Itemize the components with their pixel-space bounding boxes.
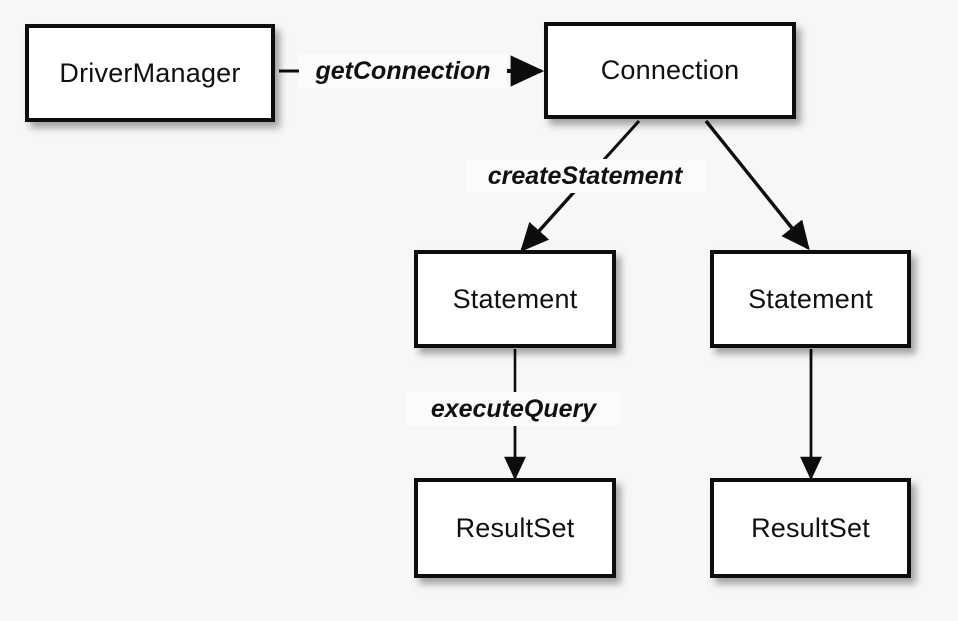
node-resultset-1[interactable]: ResultSet	[414, 478, 616, 578]
node-connection-label: Connection	[600, 55, 740, 85]
node-statement-1[interactable]: Statement	[414, 250, 616, 348]
node-resultset-2[interactable]: ResultSet	[710, 478, 911, 578]
node-resultset-2-label: ResultSet	[751, 512, 870, 543]
edge-label-getconnection: getConnection	[299, 54, 507, 88]
edge-createstatement-2	[704, 119, 810, 251]
node-statement-1-label: Statement	[452, 283, 578, 314]
node-drivermanager[interactable]: DriverManager	[25, 24, 275, 122]
edge-label-executequery: executeQuery	[407, 392, 620, 426]
edge-label-createstatement: createStatement	[465, 159, 705, 193]
edge-label-getconnection-text: getConnection	[315, 56, 491, 85]
node-resultset-1-label: ResultSet	[455, 512, 575, 543]
node-statement-2[interactable]: Statement	[710, 250, 911, 348]
node-drivermanager-label: DriverManager	[59, 57, 241, 88]
node-statement-2-label: Statement	[748, 283, 873, 314]
edge-label-executequery-text: executeQuery	[430, 394, 597, 423]
node-connection[interactable]: Connection	[544, 22, 796, 119]
edge-label-createstatement-text: createStatement	[487, 161, 683, 190]
